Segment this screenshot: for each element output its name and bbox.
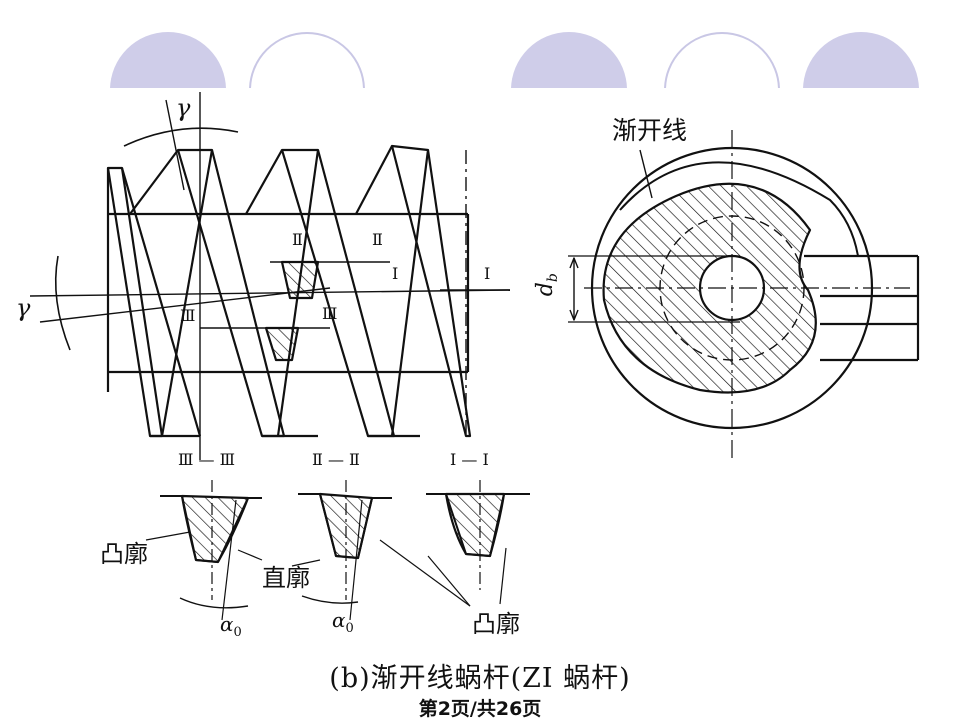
worm-end-view: [568, 130, 920, 462]
db-label-main: d: [532, 282, 558, 297]
section-mark-III-b: Ⅲ: [322, 304, 338, 323]
profile-2-alpha-main: α: [332, 608, 346, 632]
db-label: db: [532, 273, 562, 297]
deco-circle-1: [110, 32, 226, 88]
section-mark-III-a: Ⅲ: [180, 306, 196, 325]
page-number-footer: 第2页/共26页: [418, 698, 542, 720]
profile-2-title: Ⅱ — Ⅱ: [312, 450, 360, 469]
deco-circle-5: [803, 32, 919, 88]
deco-circle-4: [664, 32, 780, 88]
profile-1-alpha-sub: 0: [233, 625, 242, 640]
worm-side-view: [29, 92, 511, 460]
profile-2-alpha-label: α0: [332, 610, 354, 635]
profile-1-alpha-main: α: [220, 612, 234, 636]
profile-2-straight-label: 直廓: [262, 564, 310, 592]
profile-3-convex-label: 凸廓: [472, 610, 520, 638]
section-mark-II-b: Ⅱ: [372, 230, 383, 249]
decorative-header-circles: [110, 32, 919, 88]
figure-caption: (b)渐开线蜗杆(ZI 蜗杆): [329, 663, 631, 694]
gamma-top-label: γ: [176, 94, 191, 122]
profile-1-convex-label: 凸廓: [100, 540, 148, 568]
involute-label: 渐开线: [612, 116, 688, 145]
gamma-left-label: γ: [16, 294, 31, 322]
profile-3-title: I — I: [450, 450, 489, 469]
db-label-sub: b: [545, 273, 562, 283]
section-mark-II-a: Ⅱ: [292, 230, 303, 249]
deco-circle-2: [249, 32, 365, 88]
section-mark-I-a: I: [392, 264, 399, 283]
section-mark-I-b: I: [484, 264, 491, 283]
profile-1-alpha-label: α0: [220, 614, 242, 639]
profile-1-title: Ⅲ — Ⅲ: [178, 450, 236, 469]
tooth-profiles: [145, 480, 530, 621]
profile-2-alpha-sub: 0: [345, 621, 354, 636]
deco-circle-3: [511, 32, 627, 88]
